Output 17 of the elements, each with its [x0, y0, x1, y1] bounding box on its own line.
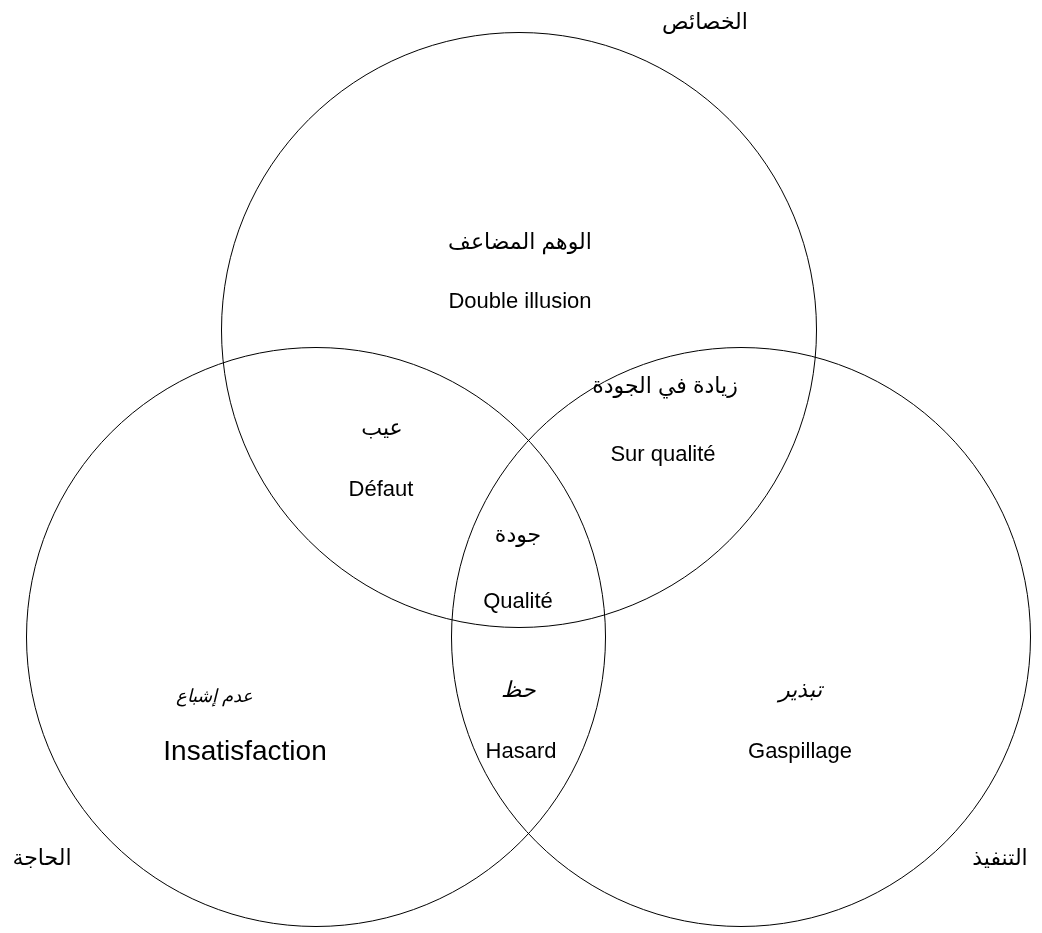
region-label: Défaut: [348, 476, 414, 502]
region-label: الوهم المضاعف: [448, 229, 592, 255]
region-label: Insatisfaction: [163, 735, 327, 767]
region-label: Gaspillage: [748, 738, 852, 764]
region-label: عيب: [361, 415, 403, 441]
region-label: تبذير: [778, 677, 822, 703]
region-label: Double illusion: [448, 288, 592, 314]
region-label: Qualité: [483, 588, 553, 614]
region-label: زيادة في الجودة: [592, 373, 738, 399]
region-label: عدم إشباع: [176, 685, 254, 707]
region-label: Hasard: [485, 738, 557, 764]
circle-heading: الحاجة: [12, 845, 72, 871]
circle-heading: التنفيذ: [972, 845, 1028, 871]
region-label: حظ: [500, 677, 536, 703]
circle-heading: الخصائص: [662, 9, 748, 35]
region-label: Sur qualité: [610, 441, 716, 467]
region-label: جودة: [494, 522, 542, 548]
